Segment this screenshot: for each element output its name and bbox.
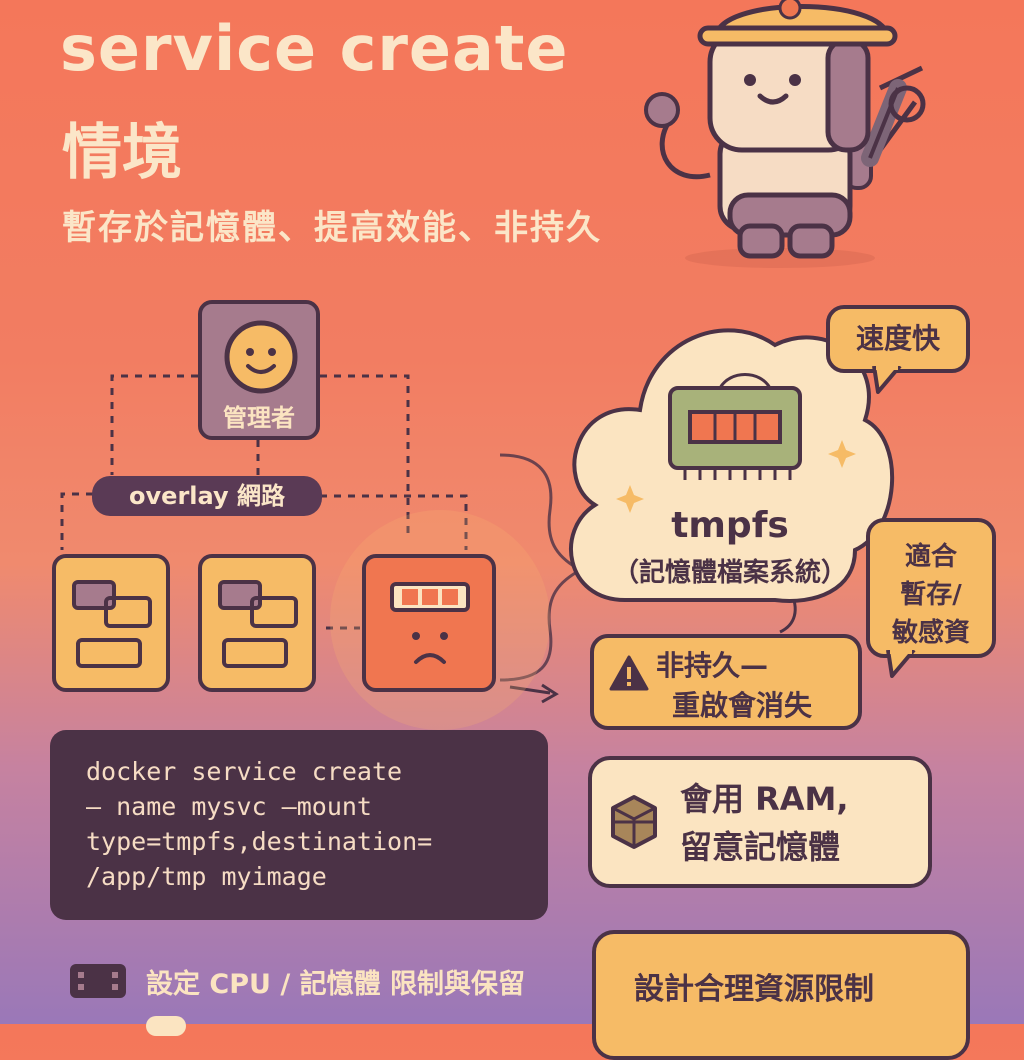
resource-design-card: 設計合理資源限制	[592, 930, 970, 1060]
manager-node: 管理者	[198, 300, 320, 440]
tmpfs-title: tmpfs	[671, 505, 789, 546]
footer-partial-item	[146, 1016, 186, 1036]
container-node-1	[52, 554, 170, 692]
cpu-memory-limit-label: 設定 CPU / 記憶體 限制與保留	[146, 969, 525, 1000]
container-icon	[218, 580, 298, 668]
warning-line-1: 非持久—	[656, 649, 769, 682]
suitable-line-3: 敏感資	[891, 618, 970, 648]
container-node-2	[198, 554, 316, 692]
design-line-1: 設計合理資源限制	[634, 972, 874, 1007]
speed-bubble-tail	[872, 366, 902, 394]
page-title: service create	[60, 12, 569, 85]
container-icon	[72, 580, 152, 668]
manager-label: 管理者	[223, 404, 295, 432]
code-line-3: type=tmpfs,destination=	[86, 827, 433, 856]
page-subtitle-cn: 情境	[62, 118, 182, 188]
suitable-line-2: 暫存/	[900, 580, 962, 610]
code-line-1: docker service create	[86, 757, 403, 786]
suitable-bubble: 適合 暫存/ 敏感資	[866, 518, 996, 658]
robot-mascot-icon	[644, 0, 926, 268]
speed-bubble: 速度快	[826, 305, 970, 373]
box-icon	[611, 795, 657, 849]
tmpfs-subtitle: （記憶體檔案系統）	[612, 558, 847, 588]
suitable-bubble-tail	[886, 650, 916, 678]
code-line-4: /app/tmp myimage	[86, 862, 327, 891]
code-line-2: — name mysvc —mount	[86, 792, 372, 821]
tmpfs-cloud	[569, 328, 895, 603]
container-node-error	[362, 554, 496, 692]
non-persistent-warning: 非持久— 重啟會消失	[590, 634, 862, 730]
ram-line-1: 會用 RAM,	[680, 780, 849, 818]
suitable-line-1: 適合	[904, 542, 957, 572]
warning-line-2: 重啟會消失	[672, 689, 813, 722]
cpu-chip-icon	[70, 964, 126, 998]
smile-face-icon	[224, 320, 298, 394]
ram-line-2: 留意記憶體	[680, 828, 841, 866]
docker-command-block: docker service create — name mysvc —mount…	[50, 730, 548, 920]
warning-icon	[609, 655, 649, 691]
page-tagline: 暫存於記憶體、提高效能、非持久	[62, 208, 602, 248]
ram-usage-card: 會用 RAM, 留意記憶體	[588, 756, 932, 888]
overlay-network-label: overlay 網路	[92, 476, 322, 516]
sad-container-icon	[390, 582, 470, 664]
